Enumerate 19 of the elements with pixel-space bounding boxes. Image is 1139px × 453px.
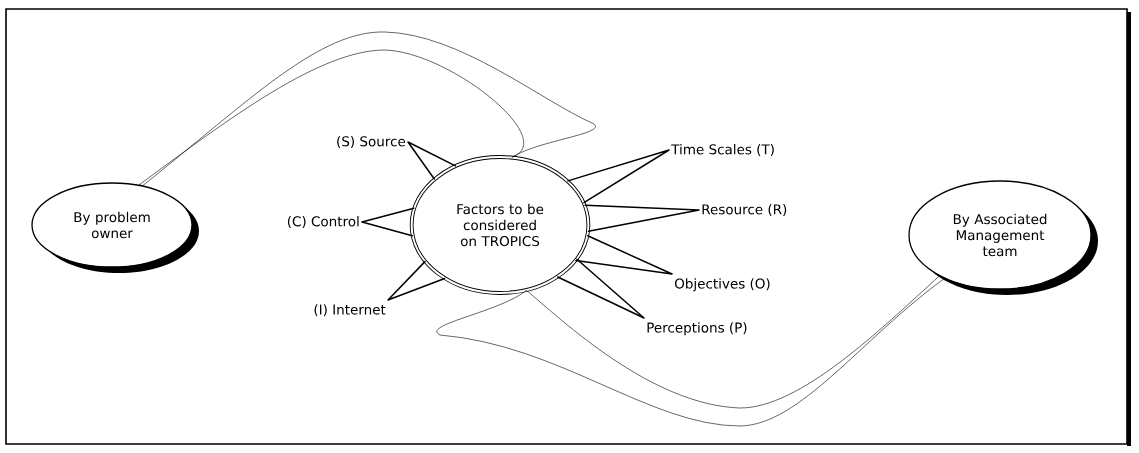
factor-label: Objectives (O) (674, 278, 770, 292)
factor-label: Resource (R) (702, 204, 787, 216)
ellipse-node: By problem owner (31, 182, 199, 273)
factor-label: Time Scales (T) (671, 144, 774, 157)
factor-label: Perceptions (P) (647, 322, 747, 336)
factor-label: (S) Source (337, 136, 406, 148)
spike (557, 258, 645, 319)
ribbon-connector (138, 31, 596, 186)
factor-label: (C) Control (287, 216, 359, 229)
ribbon-connector (436, 275, 945, 427)
ellipse-node: Factors to be considered on TROPICS (409, 155, 591, 295)
spike (407, 141, 457, 180)
spike (361, 207, 415, 237)
ellipse-node: By Associated Management team (908, 180, 1098, 295)
spike (567, 149, 670, 204)
spike (387, 260, 446, 301)
spike (575, 235, 673, 275)
spike (584, 204, 700, 232)
factor-label: (I) Internet (314, 304, 386, 317)
